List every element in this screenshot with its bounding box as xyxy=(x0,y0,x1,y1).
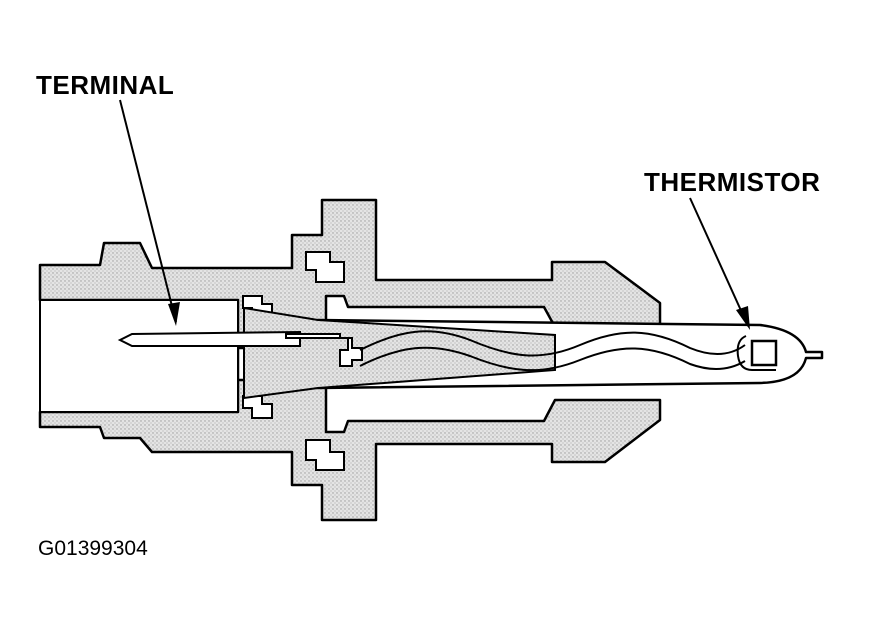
lower-flange-recess xyxy=(305,439,345,471)
thermistor-label: THERMISTOR xyxy=(644,167,821,197)
lead-wire-upper xyxy=(359,330,746,357)
pin-socket xyxy=(285,333,363,367)
thermistor-leader-line xyxy=(689,197,749,327)
thermistor-leader-arrowhead xyxy=(736,306,750,330)
insulator-core xyxy=(243,306,556,400)
lower-retainer-clip xyxy=(242,395,273,419)
sensor-housing xyxy=(38,198,662,522)
terminal-leader-line xyxy=(119,99,177,323)
terminal-pin xyxy=(117,330,301,347)
terminal-leader-arrowhead xyxy=(168,302,180,326)
terminal-label: TERMINAL xyxy=(36,70,175,100)
upper-flange-recess xyxy=(305,251,345,283)
thermistor-element xyxy=(750,339,778,367)
connector-opening xyxy=(39,299,239,413)
figure-id: G01399304 xyxy=(38,537,148,560)
lead-wire-lower xyxy=(359,346,746,372)
thermistor-bracket xyxy=(736,335,776,371)
